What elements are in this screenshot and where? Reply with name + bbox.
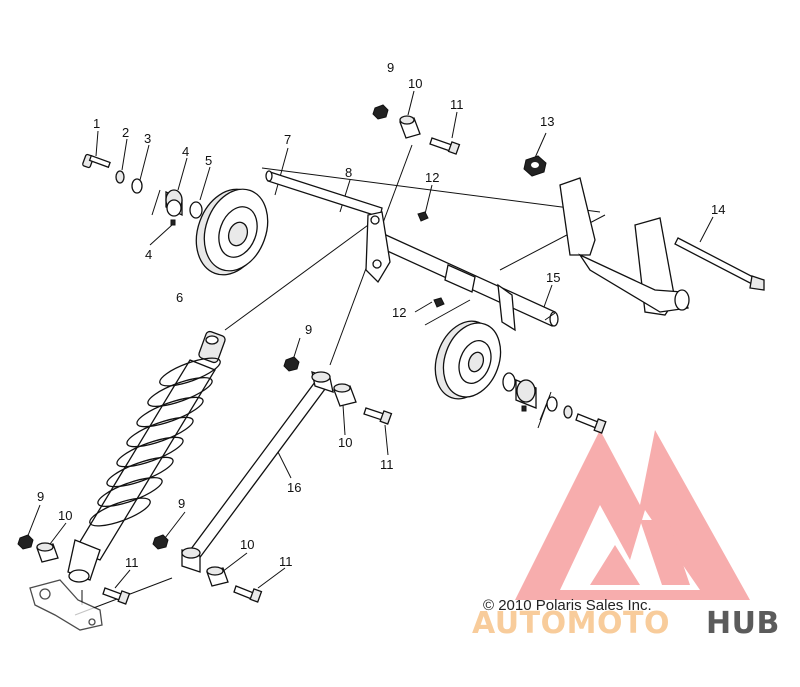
axle-shaft-7 [265,170,383,218]
nut-9-top [372,104,389,120]
callout-labels: 1 2 3 4 4 5 6 7 8 9 10 11 12 12 13 14 15… [37,60,725,570]
nut-12-lower [433,297,445,308]
callout-11-lower-right: 11 [279,554,293,569]
shock-absorber [67,330,226,583]
watermark-brand-part1: AUTOMOTO [472,606,670,641]
callout-11-mid: 11 [380,457,394,472]
callout-3: 3 [144,131,151,146]
callout-16: 16 [287,480,301,495]
watermark-text: AUTOMOTO HUB [472,606,780,641]
callout-9-lower-left: 9 [37,489,44,504]
callout-2: 2 [122,125,129,140]
bushing-4 [165,189,183,217]
callout-9-mid: 9 [305,322,312,337]
washer-2 [115,170,125,184]
lower-mount-bracket [29,579,103,631]
copyright-text: © 2010 Polaris Sales Inc. [483,597,652,614]
bolt-right [575,413,607,434]
callout-12-upper: 12 [425,170,439,185]
nut-9-mid [283,356,300,372]
long-bolt-14 [674,237,765,291]
callout-10-mid: 10 [338,435,352,450]
bushing-10-mid [333,383,357,407]
ring-right [502,372,516,392]
callout-1: 1 [93,116,100,131]
pin-4 [170,219,176,226]
callout-9-lower-mid: 9 [178,496,185,511]
bolt-11-top [429,137,461,155]
nut-12-upper [417,211,429,222]
ring-5 [189,201,203,219]
callout-8: 8 [345,165,352,180]
bolt-11-mid [363,407,393,425]
callout-13: 13 [540,114,554,129]
idler-wheel-right [434,320,502,400]
callout-14: 14 [711,202,725,217]
bushing-right [515,379,537,409]
callout-6: 6 [176,290,183,305]
nut-13 [523,155,547,177]
bolt-1 [82,153,111,169]
nut-9-lower-left [17,534,34,550]
pivot-bracket [365,211,516,332]
callout-4-upper: 4 [182,144,189,159]
bushing-10-lower-left [36,542,59,563]
washer-3 [131,178,143,194]
washer-right-a [546,396,558,412]
callout-7: 7 [284,132,291,147]
idler-wheel-6 [195,188,269,276]
callout-15: 15 [546,270,560,285]
rear-frame-arm [559,177,690,316]
bushing-10-top [399,115,421,139]
callout-10-lower-right: 10 [240,537,254,552]
pin-right [521,405,527,412]
callout-10-top: 10 [408,76,422,91]
watermark-logo [515,430,750,600]
callout-11-top: 11 [450,97,464,112]
nut-9-lower-mid [152,534,169,550]
bolt-11-lower-left [102,587,131,605]
washer-right-b [563,405,573,419]
callout-5: 5 [205,153,212,168]
callout-10-lower-left: 10 [58,508,72,523]
callout-4-lower: 4 [145,247,152,262]
callout-11-lower-left: 11 [125,555,139,570]
watermark-brand-part2: HUB [706,606,780,641]
bolt-11-lower-right [233,585,263,603]
callout-12-lower: 12 [392,305,406,320]
link-rod-16 [181,371,334,573]
bushing-10-lower-right [206,566,229,587]
callout-9-top: 9 [387,60,394,75]
